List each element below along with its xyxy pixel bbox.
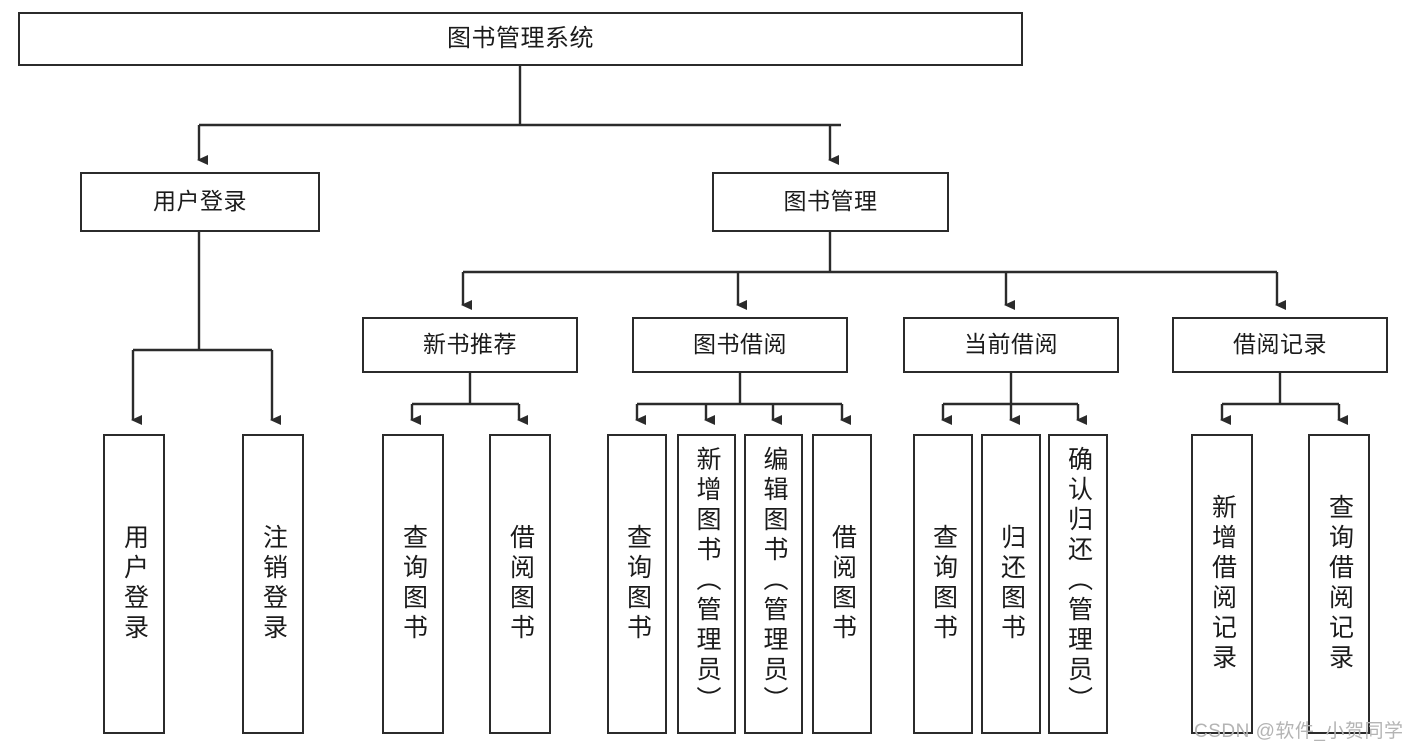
leaf-add-borrow-record-label: 新增借阅记录 (1208, 494, 1237, 674)
node-book-borrow-label: 图书借阅 (693, 331, 787, 358)
node-book-management-label: 图书管理 (783, 188, 878, 215)
leaf-user-login-label: 用户登录 (120, 524, 149, 644)
node-root[interactable]: 图书管理系统 (18, 12, 1023, 66)
node-book-borrow[interactable]: 图书借阅 (632, 317, 848, 373)
leaf-logout-login-label: 注销登录 (259, 524, 288, 644)
csdn-watermark: CSDN @软件_小贺同学 (1194, 721, 1404, 742)
node-new-book-recommend-label: 新书推荐 (423, 331, 517, 358)
leaf-query-book-1[interactable]: 查询图书 (382, 434, 444, 734)
leaf-edit-book-label: 编辑图书（管理员） (760, 446, 788, 716)
leaf-borrow-book-1-label: 借阅图书 (506, 524, 535, 644)
leaf-add-borrow-record[interactable]: 新增借阅记录 (1191, 434, 1253, 734)
leaf-add-book[interactable]: 新增图书（管理员） (677, 434, 736, 734)
leaf-add-book-label: 新增图书（管理员） (693, 446, 721, 716)
leaf-query-book-3[interactable]: 查询图书 (913, 434, 973, 734)
node-borrow-record-label: 借阅记录 (1233, 331, 1327, 358)
leaf-borrow-book-2[interactable]: 借阅图书 (812, 434, 872, 734)
node-user-login-label: 用户登录 (153, 188, 247, 215)
leaf-edit-book[interactable]: 编辑图书（管理员） (744, 434, 803, 734)
leaf-logout-login[interactable]: 注销登录 (242, 434, 304, 734)
node-current-borrow-label: 当前借阅 (964, 331, 1058, 358)
leaf-query-borrow-record[interactable]: 查询借阅记录 (1308, 434, 1370, 734)
leaf-return-book-label: 归还图书 (997, 524, 1026, 644)
node-root-label: 图书管理系统 (447, 24, 594, 52)
leaf-query-borrow-record-label: 查询借阅记录 (1325, 494, 1354, 674)
leaf-confirm-return-label: 确认归还（管理员） (1064, 446, 1093, 716)
leaf-confirm-return[interactable]: 确认归还（管理员） (1048, 434, 1108, 734)
node-new-book-recommend[interactable]: 新书推荐 (362, 317, 578, 373)
leaf-borrow-book-2-label: 借阅图书 (828, 524, 857, 644)
node-book-management[interactable]: 图书管理 (712, 172, 949, 232)
leaf-user-login[interactable]: 用户登录 (103, 434, 165, 734)
leaf-query-book-2[interactable]: 查询图书 (607, 434, 667, 734)
leaf-borrow-book-1[interactable]: 借阅图书 (489, 434, 551, 734)
leaf-query-book-1-label: 查询图书 (399, 524, 428, 644)
leaf-query-book-2-label: 查询图书 (623, 524, 652, 644)
leaf-return-book[interactable]: 归还图书 (981, 434, 1041, 734)
leaf-query-book-3-label: 查询图书 (929, 524, 958, 644)
node-current-borrow[interactable]: 当前借阅 (903, 317, 1119, 373)
node-user-login[interactable]: 用户登录 (80, 172, 320, 232)
node-borrow-record[interactable]: 借阅记录 (1172, 317, 1388, 373)
